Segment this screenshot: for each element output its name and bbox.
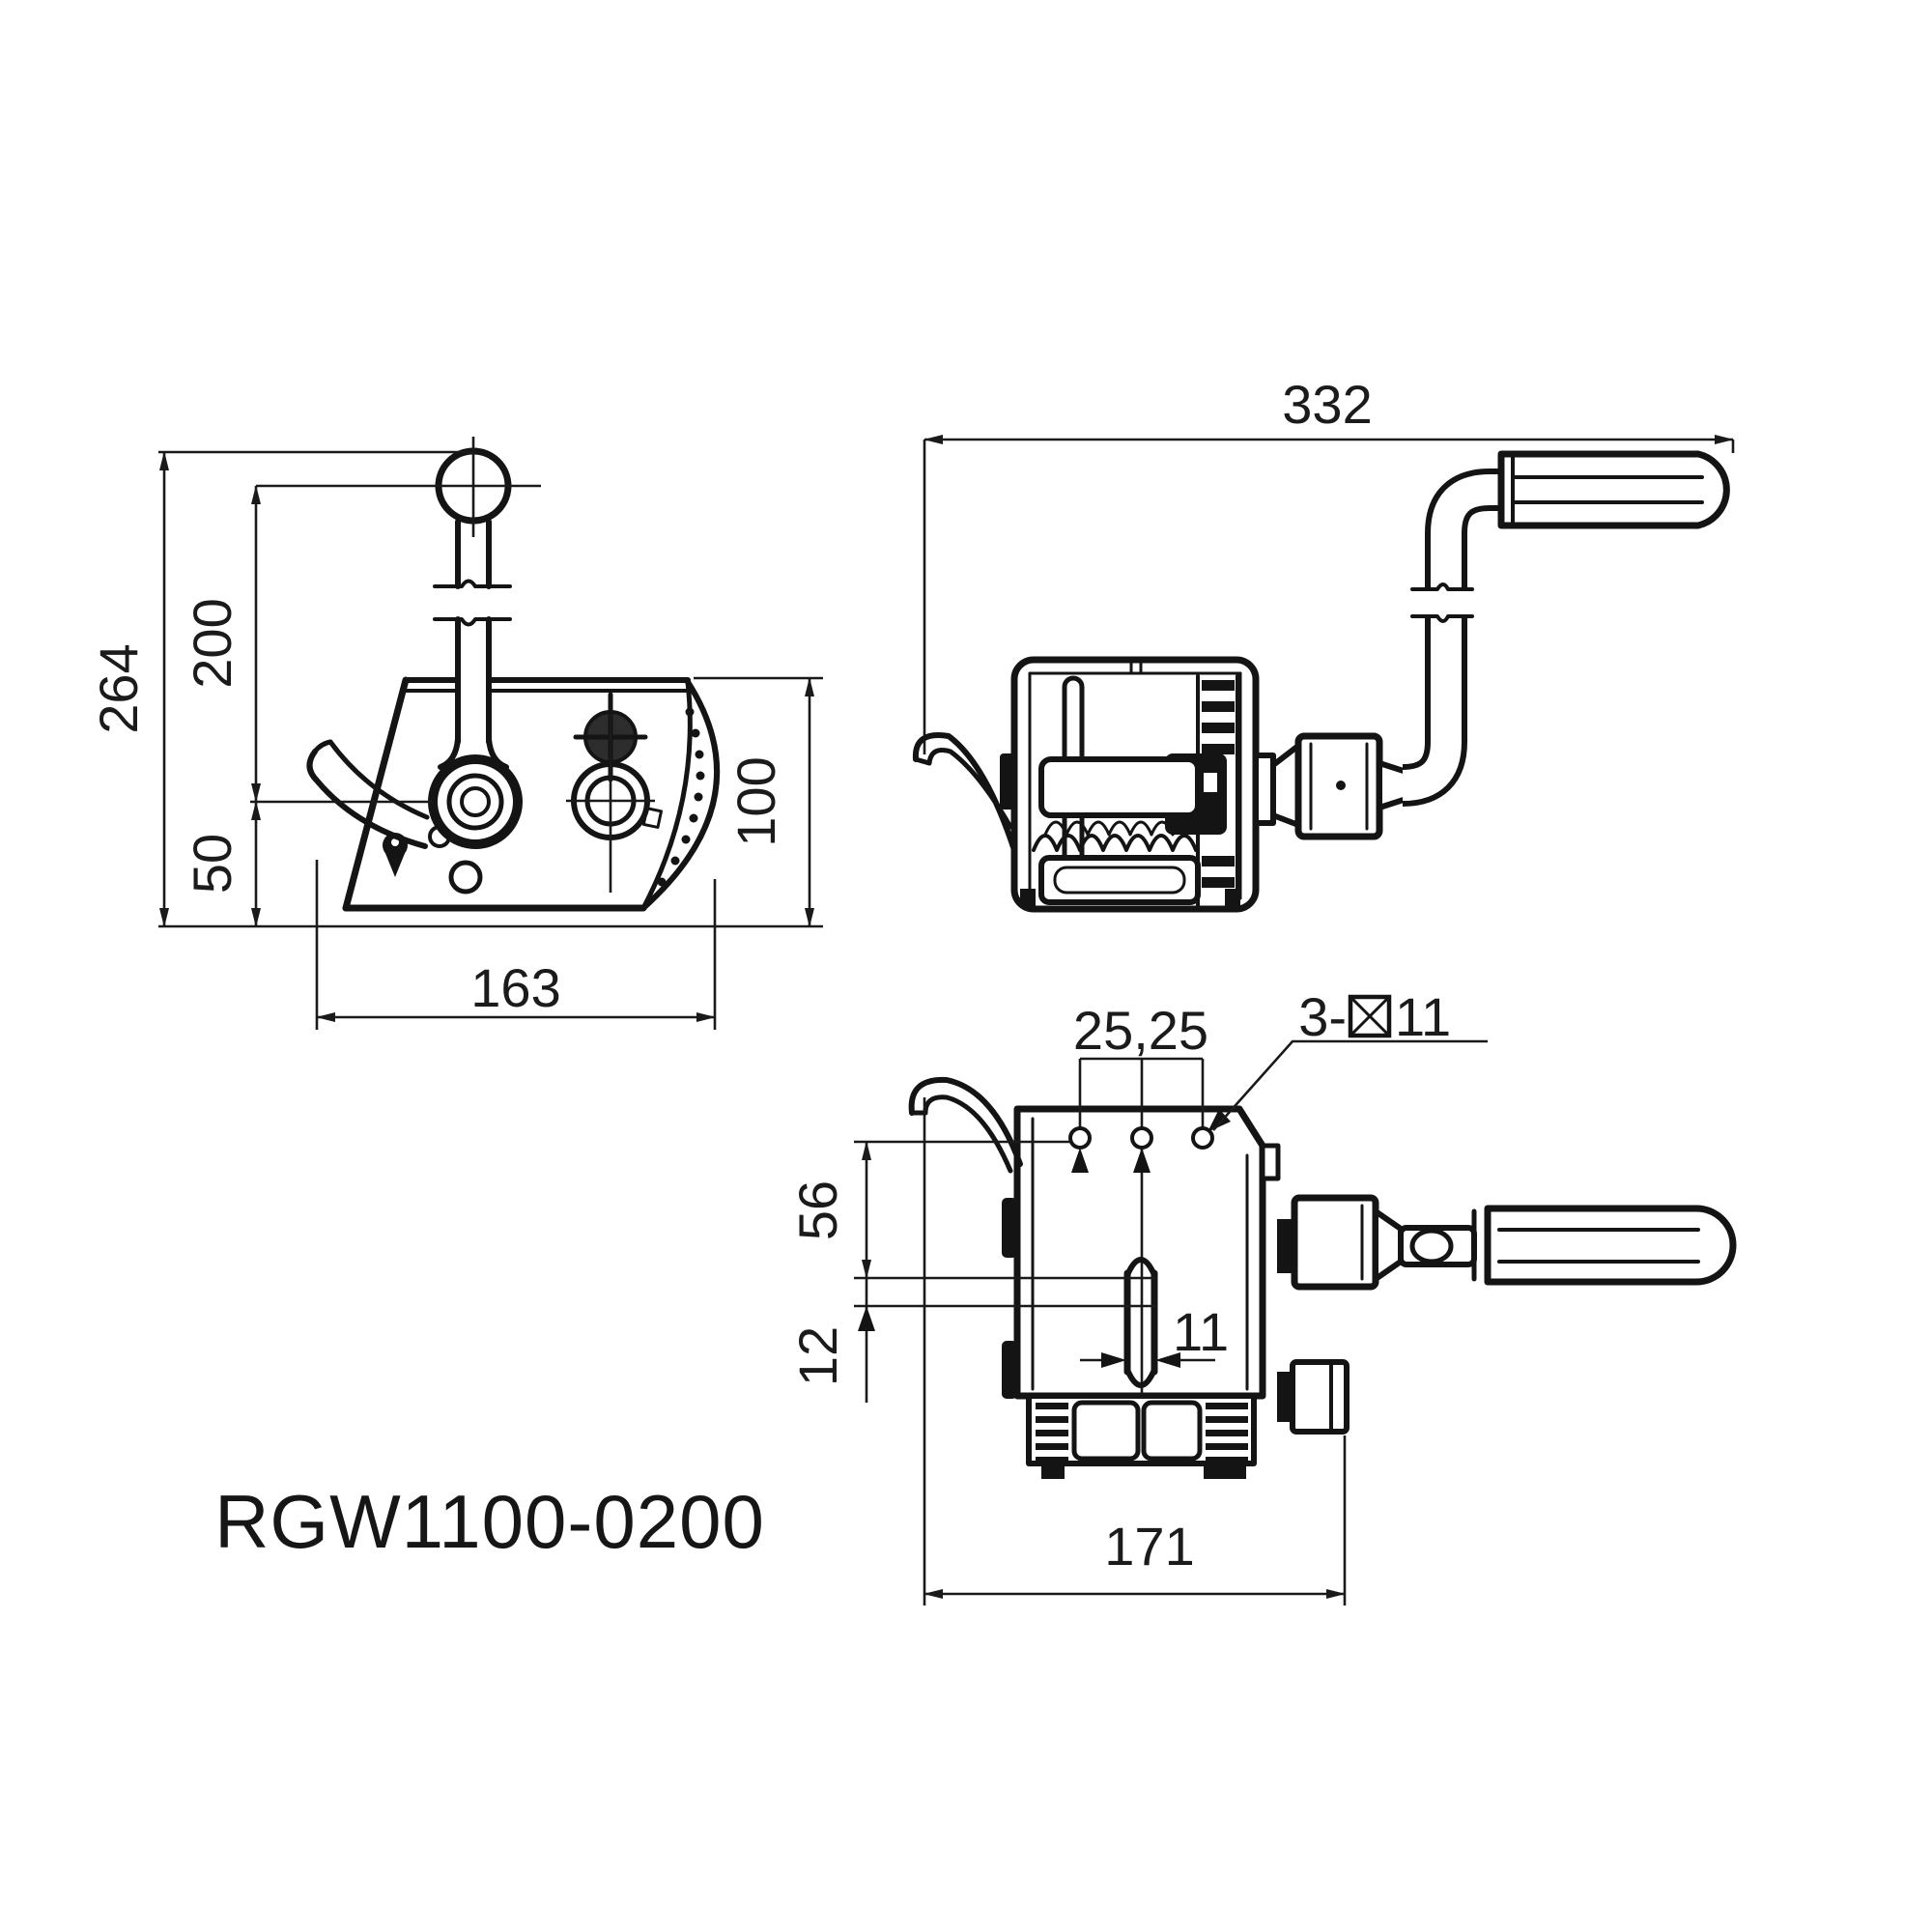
shaft-break [433, 579, 512, 588]
dim-slot-offset: 12 [787, 1326, 848, 1386]
drum-core [1038, 756, 1201, 818]
arm-break [1410, 582, 1474, 591]
model-label: RGW1100-0200 [214, 1479, 765, 1564]
dim-hole-offset: 56 [787, 1180, 848, 1240]
winch-body-top [1002, 1105, 1281, 1400]
slot-width-dimension: 11 [1080, 1301, 1229, 1368]
dim-overall-width: 332 [1282, 374, 1372, 435]
winch-frame-front [1000, 656, 1260, 913]
crank-assembly-front [1253, 450, 1730, 840]
tension-bolt [1277, 1359, 1350, 1435]
dim-body-height: 100 [725, 756, 786, 846]
mount-hook-front [912, 732, 1017, 853]
top-left-dimensions: 56 12 [787, 1140, 1155, 1403]
crank-assembly-top [1277, 1194, 1737, 1291]
side-view: 264 200 50 100 163 [88, 437, 823, 1030]
drum-section-top [1026, 1393, 1257, 1479]
mount-hook-side [306, 739, 430, 849]
side-dimensions: 264 200 50 100 163 [88, 450, 823, 1030]
hole-note-leader [1212, 1039, 1488, 1131]
axle-boss [1000, 753, 1015, 810]
grip-handle-top [1484, 1205, 1737, 1286]
mount-width-dimension: 171 [923, 1097, 1347, 1605]
winch-body-side [342, 676, 720, 912]
front-view: 332 [912, 374, 1735, 913]
cable-coils [1032, 834, 1198, 852]
dim-overall-height: 264 [88, 643, 149, 733]
ratchet-sector [640, 679, 720, 911]
mount-hook-top [908, 1076, 1023, 1174]
top-view: 25,25 3- 11 [787, 986, 1737, 1605]
dim-slot-width: 11 [1173, 1301, 1229, 1362]
hole-note-size: 11 [1395, 986, 1451, 1047]
gear-side [566, 692, 655, 893]
mounting-holes: 25,25 3- 11 [1068, 986, 1488, 1403]
dim-hole-spacing: 25,25 [1073, 1000, 1208, 1061]
hole-note-prefix: 3- [1298, 986, 1347, 1047]
dim-base-drop: 50 [182, 834, 242, 894]
square-hole-icon [1348, 994, 1392, 1038]
center-slot [1123, 1257, 1158, 1388]
front-dimensions: 332 [923, 374, 1735, 754]
dim-mount-width: 171 [1104, 1516, 1194, 1577]
grip-handle-front [1497, 450, 1730, 529]
dim-base-width: 163 [470, 957, 560, 1018]
dim-handle-height: 200 [182, 598, 242, 688]
body-details [383, 825, 483, 895]
